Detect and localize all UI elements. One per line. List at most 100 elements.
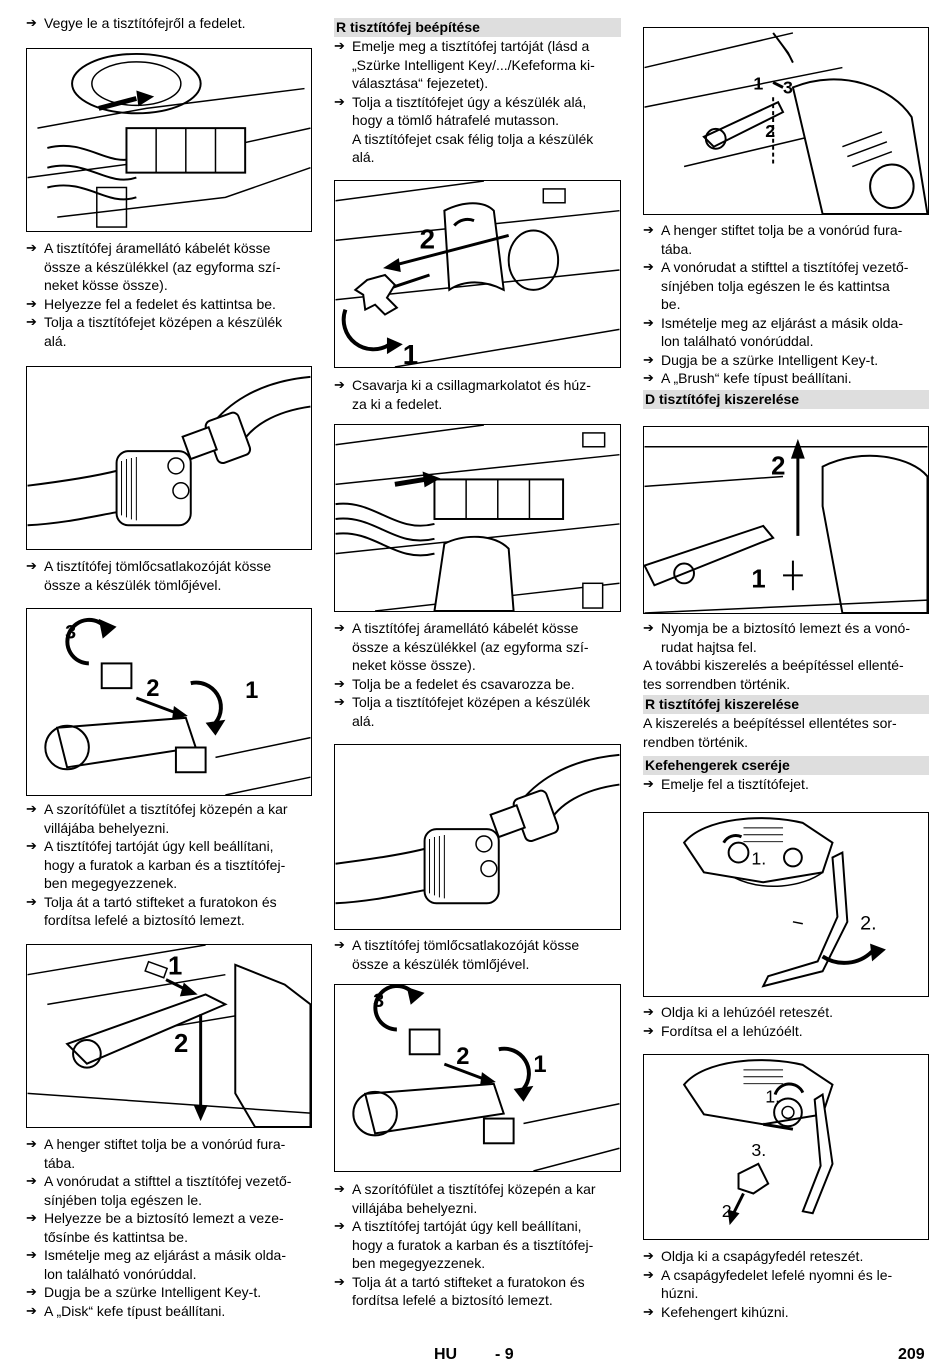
instruction-step: Tolja be a fedelet és csavarozza be. (334, 675, 621, 694)
middle-step-2: Csavarja ki a csillagmarkolatot és húz- … (334, 376, 621, 413)
figure-bearing-cover: 1. 3. 2. (643, 1054, 929, 1240)
figure-callout: 1 (751, 565, 765, 593)
figure-d-head-removal: 2 1 (643, 426, 929, 614)
figure-callout: 2 (420, 223, 435, 254)
pull-rod-pin-illustration: 1 2 (27, 945, 311, 1127)
d-head-removal-illustration: 2 1 (644, 438, 928, 613)
hose-coupling-illustration (335, 753, 620, 905)
step-text: A tisztítófej áramellátó kábelét kösse ö… (44, 240, 281, 293)
footer-language: HU (434, 1346, 458, 1363)
instruction-step: A „Disk“ kefe típust beállítani. (26, 1302, 311, 1321)
step-text: A „Disk“ kefe típust beállítani. (44, 1302, 226, 1319)
step-text: Emelje fel a tisztítófejet. (661, 776, 809, 792)
step-text: A tisztítófej tartóját úgy kell beállíta… (44, 838, 286, 891)
instruction-step: A vonórudat a stifttel a tisztítófej vez… (26, 1172, 311, 1209)
step-text: Vegye le a tisztítófejről a fedelet. (44, 15, 246, 31)
figure-callout: 2. (860, 913, 876, 935)
figure-callout: 2. (722, 1201, 737, 1221)
instruction-step: Tolja át a tartó stifteket a furatokon é… (334, 1273, 621, 1310)
step-text: Tolja át a tartó stifteket a furatokon é… (352, 1273, 585, 1309)
step-text: A vonórudat a stifttel a tisztítófej vez… (661, 259, 909, 312)
step-text: Dugja be a szürke Intelligent Key-t. (44, 1284, 262, 1300)
instruction-step: A tisztítófej tartóját úgy kell beállíta… (334, 1217, 621, 1273)
figure-callout: 1 (753, 73, 763, 93)
cable-connector-illustration (335, 425, 620, 611)
step-text: Ismételje meg az eljárást a másik olda- … (661, 314, 903, 350)
middle-step-3: A tisztítófej áramellátó kábelét kösse ö… (334, 619, 621, 730)
section-heading: Kefehengerek cseréje (643, 756, 929, 775)
figure-callout: 1. (751, 848, 766, 868)
hose-coupling-illustration (27, 375, 311, 527)
step-text: A vonórudat a stifttel a tisztítófej vez… (44, 1173, 292, 1208)
step-text: A szorítófület a tisztítófej közepén a k… (44, 801, 288, 836)
middle-step-4: A tisztítófej tömlőcsatlakozóját kösse ö… (334, 936, 621, 973)
star-knob-illustration: 2 1 (335, 181, 620, 367)
instruction-step: Helyezze fel a fedelet és kattintsa be. (26, 295, 311, 314)
step-text: Helyezze be a biztosító lemezt a veze- t… (44, 1210, 284, 1245)
right-section-2: Nyomja be a biztosító lemezt és a vonó- … (643, 619, 929, 794)
instruction-step: Dugja be a szürke Intelligent Key-t. (26, 1283, 311, 1302)
instruction-step: A henger stiftet tolja be a vonórúd fura… (643, 221, 929, 258)
instruction-step: Tolja a tisztítófejet középen a készülék… (26, 313, 311, 350)
instruction-step: Emelje meg a tisztítófej tartóját (lásd … (334, 37, 621, 93)
middle-section-1: R tisztítófej beépítése Emelje meg a tis… (334, 18, 621, 167)
footer-section-number: - 9 (495, 1346, 514, 1363)
step-text: Tolja be a fedelet és csavarozza be. (352, 675, 575, 692)
step-text: Fordítsa el a lehúzóélt. (661, 1022, 803, 1039)
figure-star-knob-cover: 2 1 (334, 180, 621, 368)
step-text: A henger stiftet tolja be a vonórúd fura… (44, 1136, 286, 1171)
instruction-step: Dugja be a szürke Intelligent Key-t. (643, 351, 929, 370)
squeegee-release-illustration: 1. 2. (682, 817, 886, 988)
figure-middle-hose-coupling (334, 744, 621, 930)
paragraph: A további kiszerelés a beépítéssel ellen… (643, 657, 904, 692)
step-text: Emelje meg a tisztítófej tartóját (lásd … (352, 38, 595, 91)
figure-right-pull-rod: 1 3 2 (643, 27, 929, 215)
step-text: A tisztítófej tartóját úgy kell beállíta… (352, 1218, 594, 1271)
instruction-step: A szorítófület a tisztítófej közepén a k… (334, 1180, 621, 1217)
instruction-step: Helyezze be a biztosító lemezt a veze- t… (26, 1209, 311, 1246)
step-text: A tisztítófej áramellátó kábelét kösse ö… (352, 620, 589, 673)
instruction-step: Tolja a tisztítófejet középen a készülék… (334, 693, 621, 730)
step-text: A tisztítófej tömlőcsatlakozóját kösse ö… (352, 937, 580, 972)
instruction-step: A vonórudat a stifttel a tisztítófej vez… (643, 258, 929, 314)
figure-callout: 2 (765, 121, 775, 141)
section-heading: R tisztítófej beépítése (334, 18, 621, 37)
figure-holder-bracket: 3 2 1 (26, 608, 312, 796)
figure-callout: 3 (373, 990, 384, 1012)
instruction-step: Fordítsa el a lehúzóélt. (643, 1022, 929, 1041)
step-text: Helyezze fel a fedelet és kattintsa be. (44, 295, 276, 312)
figure-middle-cable-connector (334, 424, 621, 612)
step-text: Csavarja ki a csillagmarkolatot és húz- … (352, 377, 591, 412)
step-text: Oldja ki a csapágyfedél reteszét. (661, 1248, 864, 1264)
left-step-2: A tisztítófej áramellátó kábelét kösse ö… (26, 239, 311, 350)
step-text: Tolja a tisztítófejet középen a készülék… (352, 694, 591, 729)
figure-callout: 1 (245, 678, 258, 704)
figure-callout: 1 (533, 1052, 546, 1078)
step-text: Tolja át a tartó stifteket a furatokon é… (44, 893, 277, 929)
step-text: Kefehengert kihúzni. (661, 1303, 789, 1320)
instruction-step: A szorítófület a tisztítófej közepén a k… (26, 800, 311, 837)
instruction-step: Emelje fel a tisztítófejet. (643, 775, 929, 794)
step-text: A csapágyfedelet lefelé nyomni és le- hú… (661, 1266, 893, 1302)
paragraph: A kiszerelés a beépítéssel ellentétes so… (643, 715, 897, 750)
step-text: Tolja a tisztítófejet úgy a készülék alá… (352, 93, 594, 166)
figure-callout: 3 (783, 77, 793, 97)
figure-callout: 2 (146, 676, 159, 702)
instruction-step: A csapágyfedelet lefelé nyomni és le- hú… (643, 1266, 929, 1303)
section-heading: D tisztítófej kiszerelése (643, 389, 929, 409)
left-step-5: A henger stiftet tolja be a vonórúd fura… (26, 1135, 311, 1320)
figure-callout: 1 (403, 339, 418, 367)
figure-callout: 2 (456, 1044, 469, 1070)
instruction-step: A henger stiftet tolja be a vonórúd fura… (26, 1135, 311, 1172)
instruction-step: A tisztítófej tömlőcsatlakozóját kösse ö… (26, 557, 311, 594)
cable-connector-illustration (27, 52, 311, 228)
instruction-step: Oldja ki a csapágyfedél reteszét. (643, 1247, 929, 1266)
figure-callout: 3. (751, 1140, 766, 1160)
step-text: Ismételje meg az eljárást a másik olda- … (44, 1247, 286, 1282)
holder-bracket-illustration: 3 2 1 (352, 985, 620, 1171)
right-step-1: A henger stiftet tolja be a vonórúd fura… (643, 221, 929, 409)
figure-callout: 3 (65, 622, 76, 644)
figure-middle-holder-bracket: 3 2 1 (334, 984, 621, 1172)
left-step-3: A tisztítófej tömlőcsatlakozóját kösse ö… (26, 557, 311, 594)
step-text: A henger stiftet tolja be a vonórúd fura… (661, 222, 903, 257)
